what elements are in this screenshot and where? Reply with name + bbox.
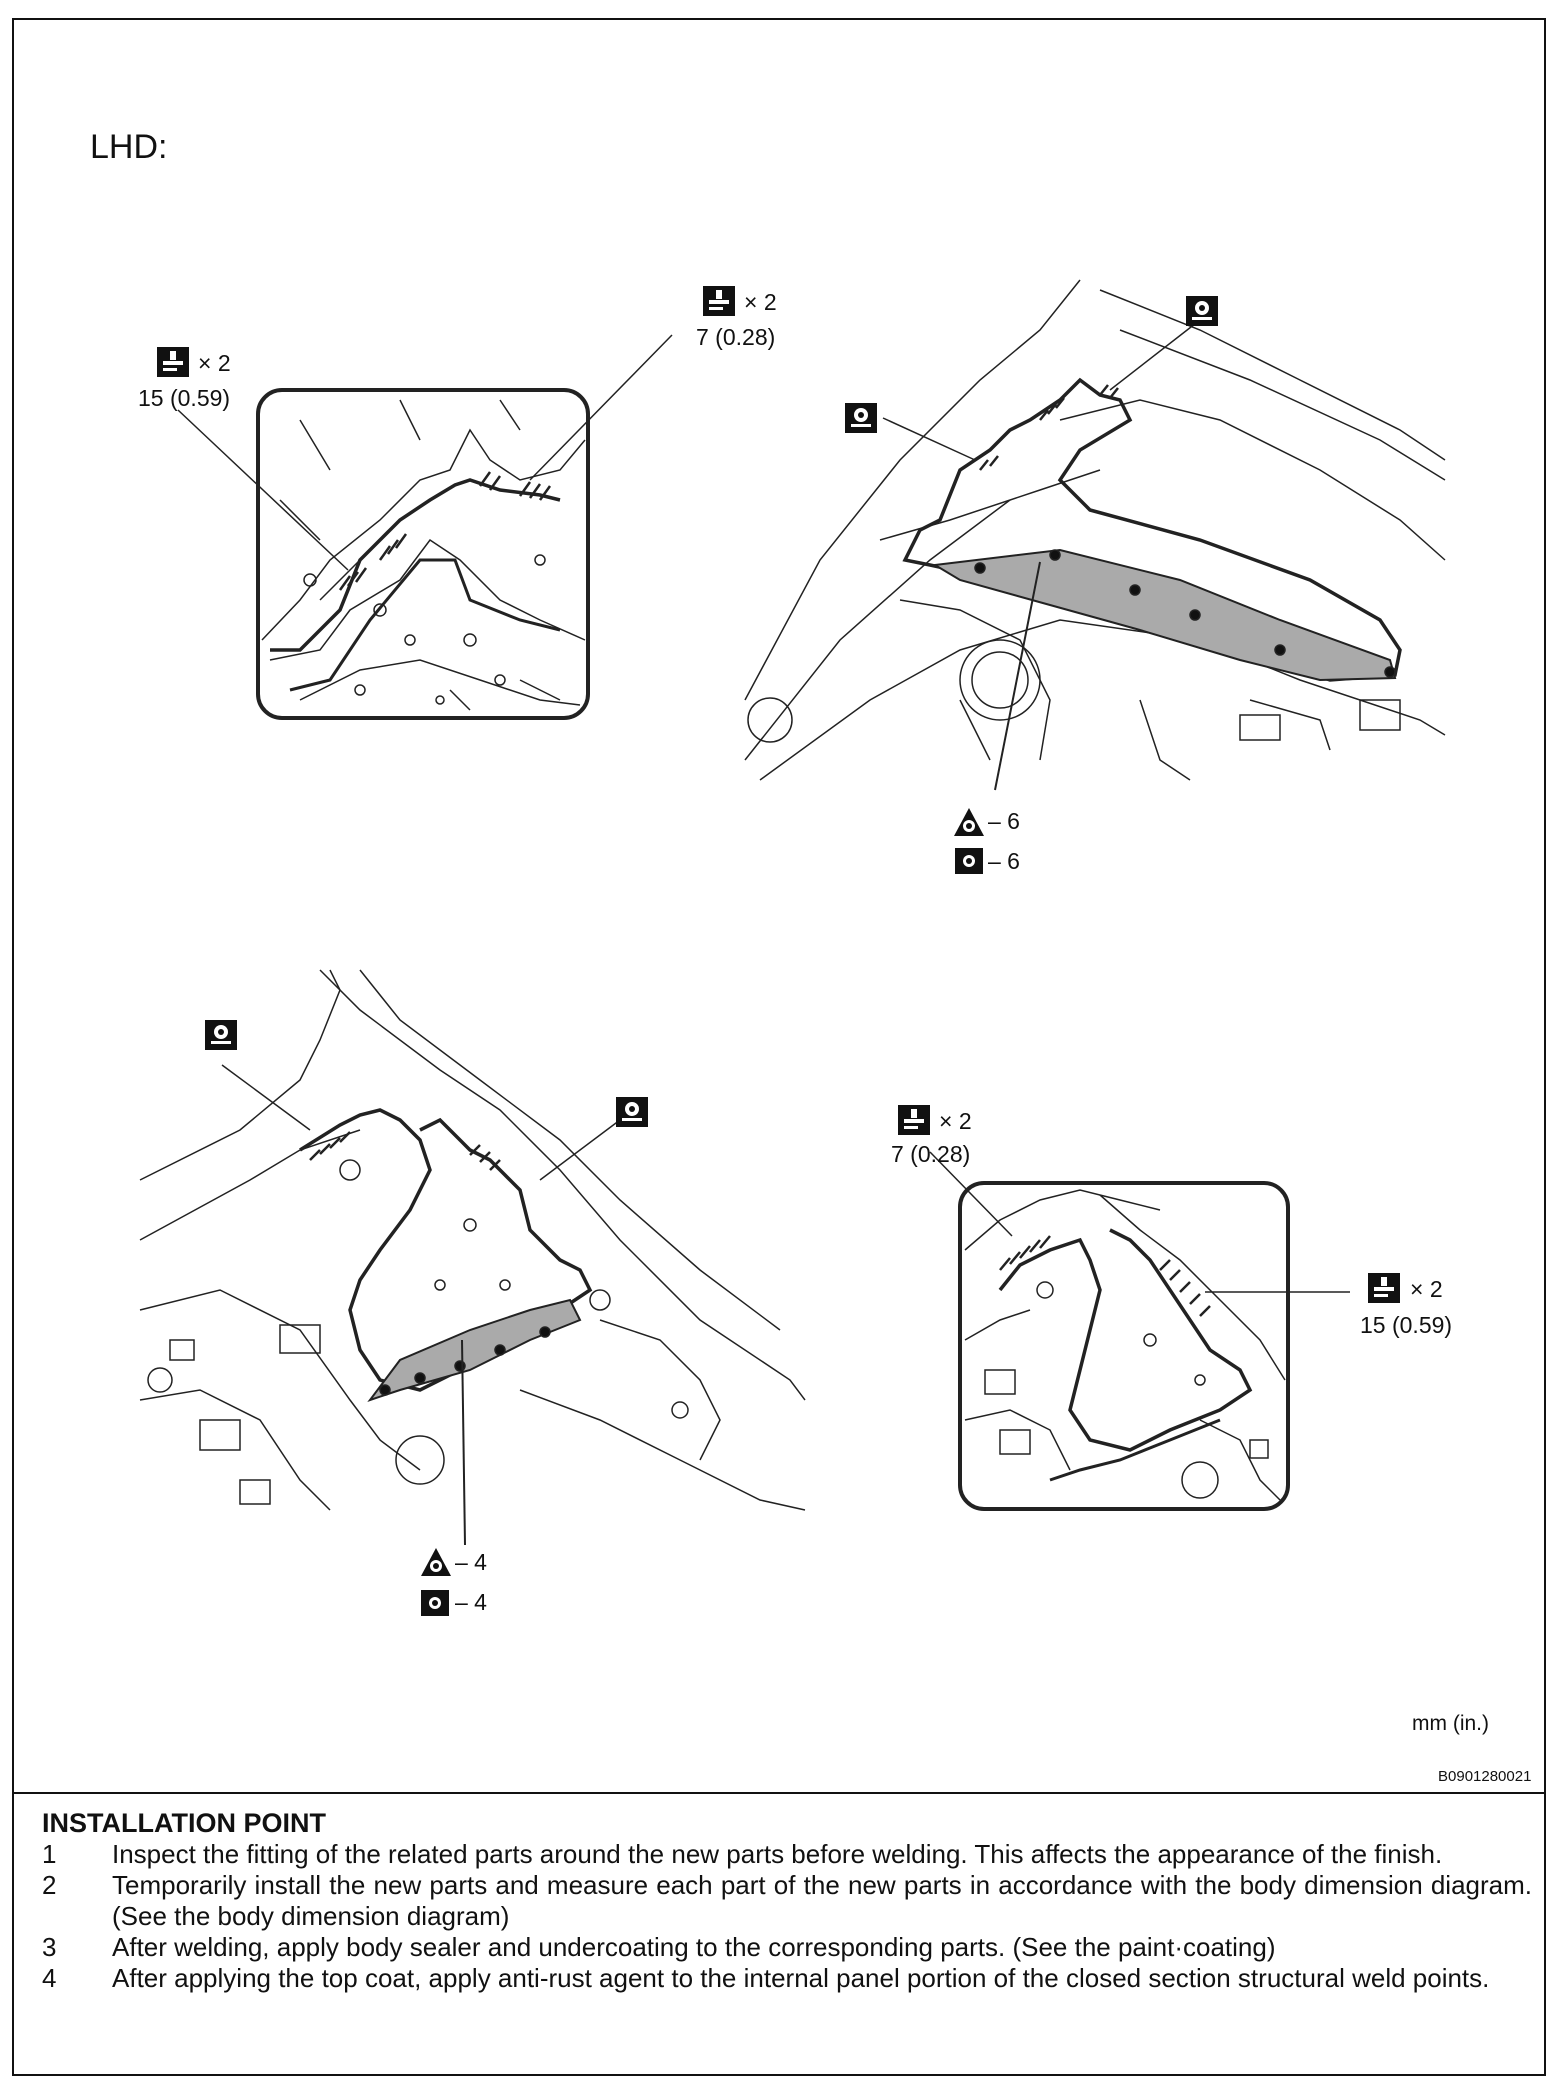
bl-weld-count-b: – 4 bbox=[455, 1589, 487, 1615]
item-number: 4 bbox=[42, 1963, 57, 1993]
unit-label: mm (in.) bbox=[1412, 1712, 1489, 1735]
item-text: Inspect the fitting of the related parts… bbox=[112, 1839, 1443, 1869]
item-text: After welding, apply body sealer and und… bbox=[112, 1932, 1276, 1962]
lhd-label: LHD: bbox=[90, 128, 168, 166]
tl-sealer-count: × 2 bbox=[198, 350, 231, 376]
list-item: 4 After applying the top coat, apply ant… bbox=[42, 1963, 1532, 1994]
installation-notes: INSTALLATION POINT 1 Inspect the fitting… bbox=[42, 1808, 1532, 1994]
br-sealer-length: 7 (0.28) bbox=[891, 1141, 971, 1167]
br-sealer2-length: 15 (0.59) bbox=[1360, 1312, 1453, 1338]
br-sealer-count: × 2 bbox=[939, 1108, 972, 1134]
list-item: 1 Inspect the fitting of the related par… bbox=[42, 1839, 1532, 1870]
tr-weld-count-b: – 6 bbox=[988, 848, 1020, 874]
view-top-right bbox=[744, 279, 1446, 791]
section-divider bbox=[12, 1792, 1546, 1794]
item-number: 2 bbox=[42, 1870, 57, 1900]
list-item: 3 After welding, apply body sealer and u… bbox=[42, 1932, 1532, 1963]
item-text: After applying the top coat, apply anti-… bbox=[112, 1963, 1490, 1993]
tl-sealer-length: 15 (0.59) bbox=[138, 385, 231, 411]
bl-weld-count-a: – 4 bbox=[455, 1549, 487, 1575]
br-sealer2-count: × 2 bbox=[1410, 1276, 1443, 1302]
item-number: 1 bbox=[42, 1839, 57, 1869]
list-item: 2 Temporarily install the new parts and … bbox=[42, 1870, 1532, 1932]
figure-code: B0901280021 bbox=[1438, 1768, 1532, 1785]
inset-bottom-right bbox=[929, 1151, 1350, 1511]
item-text: Temporarily install the new parts and me… bbox=[112, 1870, 1532, 1931]
installation-title: INSTALLATION POINT bbox=[42, 1808, 326, 1838]
tl-sealer2-length: 7 (0.28) bbox=[696, 324, 776, 350]
page-frame bbox=[12, 18, 1546, 2076]
view-bottom-left bbox=[139, 969, 806, 1546]
inset-top-left bbox=[177, 334, 673, 720]
tr-weld-count-a: – 6 bbox=[988, 808, 1020, 834]
tl-sealer2-count: × 2 bbox=[744, 289, 777, 315]
item-number: 3 bbox=[42, 1932, 57, 1962]
